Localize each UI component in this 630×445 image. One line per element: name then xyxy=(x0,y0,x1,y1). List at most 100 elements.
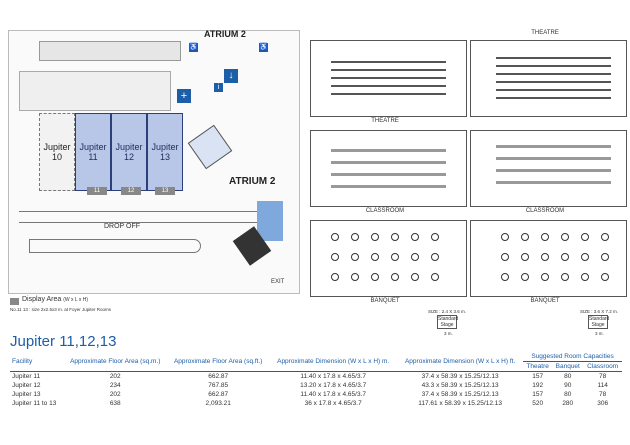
stage-dim-left: 3 m. xyxy=(444,331,453,336)
col-facility: Facility xyxy=(10,352,64,372)
service-area xyxy=(19,71,171,111)
cell-sqft: 662.87 xyxy=(208,391,229,398)
cell-facility: Jupiter 11 xyxy=(12,373,41,380)
cell-theatre: 157 xyxy=(532,373,544,380)
caption-banquet-right: BANQUET xyxy=(530,298,560,304)
caption-classroom-right: CLASSROOM xyxy=(525,208,565,214)
room-number: 10 xyxy=(51,152,62,162)
legend-note: No.11 13 : size 2x2.5x3 m. at Foyer Jupi… xyxy=(10,307,111,312)
plan-banquet-left xyxy=(310,220,467,297)
restroom-icon: ♿ xyxy=(189,43,198,52)
cell-theatre: 520 xyxy=(532,400,544,407)
display-area-12: 12 xyxy=(121,187,141,195)
room-jupiter-13[interactable]: Jupiter 13 xyxy=(147,113,183,191)
cell-dim-m: 13.20 x 17.8 x 4.65/3.7 xyxy=(300,382,367,389)
plan-theatre-left xyxy=(310,40,467,117)
cell-dim-m: 36 x 17.8 x 4.65/3.7 xyxy=(304,400,362,407)
stage-size-right: SIZE : 3.6 X 7.2 m. xyxy=(580,309,619,314)
cell-dim-ft: 37.4 x 58.39 x 15.25/12.13 xyxy=(421,391,499,398)
room-jupiter-11[interactable]: Jupiter 11 xyxy=(75,113,111,191)
caption-theatre-left: THEATRE xyxy=(371,118,399,124)
col-dim-ft: Approximate Dimension (W x L x H) ft. xyxy=(397,352,524,372)
room-name: Jupiter xyxy=(115,142,143,152)
cell-dim-ft: 37.4 x 58.39 x 15.25/12.13 xyxy=(421,373,499,380)
cell-classroom: 78 xyxy=(599,391,607,398)
plan-classroom-left xyxy=(310,130,467,207)
floor-map: ATRIUM 2 ♿ ♿ ↓ + i Jupiter 10 Jupiter 11… xyxy=(8,29,300,294)
legend-unit: (W x L x H) xyxy=(63,297,89,303)
cell-sqm: 234 xyxy=(109,382,121,389)
capacity-table: Facility Approximate Floor Area (sq.m.) … xyxy=(10,352,622,408)
legend: Display Area (W x L x H) No.11 13 : size… xyxy=(10,296,111,312)
first-aid-icon: + xyxy=(177,89,191,103)
stage-right: Standard Stage xyxy=(588,315,610,329)
room-jupiter-12[interactable]: Jupiter 12 xyxy=(111,113,147,191)
layout-plans: THEATRE THEATRE CLASSROOM CLASSROOM BANQ… xyxy=(310,30,627,310)
col-banquet: Banquet xyxy=(552,361,584,372)
cell-banquet: 90 xyxy=(564,382,572,389)
room-number: 11 xyxy=(88,152,98,162)
room-name: Jupiter xyxy=(43,142,71,152)
cell-banquet: 80 xyxy=(564,391,572,398)
legend-swatch xyxy=(10,298,19,305)
col-area-sqm: Approximate Floor Area (sq.m.) xyxy=(63,352,168,372)
table-row: Jupiter 13 202 662.87 11.40 x 17.8 x 4.6… xyxy=(10,390,622,399)
road xyxy=(19,211,259,223)
top-building-block xyxy=(39,41,181,61)
cell-sqm: 202 xyxy=(109,373,121,380)
cell-sqft: 767.85 xyxy=(208,382,229,389)
table-row: Jupiter 11 to 13 638 2,093.21 36 x 17.8 … xyxy=(10,399,622,408)
stage-dim-right: 3 m. xyxy=(595,331,604,336)
col-capacity-group: Suggested Room Capacities xyxy=(523,352,622,362)
display-area-11: 11 xyxy=(87,187,107,195)
caption-classroom-left: CLASSROOM xyxy=(365,208,405,214)
atrium-mid-label: ATRIUM 2 xyxy=(229,176,276,187)
plan-theatre-right xyxy=(470,40,627,117)
restroom-icon: ♿ xyxy=(259,43,268,52)
cell-dim-ft: 43.3 x 58.39 x 15.25/12.13 xyxy=(421,382,499,389)
cell-dim-m: 11.40 x 17.8 x 4.65/3.7 xyxy=(300,373,366,380)
cell-sqft: 2,093.21 xyxy=(205,400,231,407)
table-row: Jupiter 11 202 662.87 11.40 x 17.8 x 4.6… xyxy=(10,372,622,382)
cell-facility: Jupiter 12 xyxy=(12,382,41,389)
cell-banquet: 80 xyxy=(564,373,572,380)
room-name: Jupiter xyxy=(151,142,179,152)
col-classroom: Classroom xyxy=(583,361,622,372)
stage-left: Standard Stage xyxy=(437,315,459,329)
cell-theatre: 192 xyxy=(532,382,544,389)
plan-classroom-right xyxy=(470,130,627,207)
cell-theatre: 157 xyxy=(532,391,544,398)
stage-size-left: SIZE : 2.4 X 3.6 m. xyxy=(428,309,467,314)
room-name: Jupiter xyxy=(79,142,107,152)
col-dim-m: Approximate Dimension (W x L x H) m. xyxy=(269,352,398,372)
room-number: 13 xyxy=(159,152,170,162)
arrow-down-icon: ↓ xyxy=(224,69,238,83)
exit-label: EXIT xyxy=(271,279,285,285)
cell-sqm: 202 xyxy=(109,391,121,398)
page-title: Jupiter 11,12,13 xyxy=(10,333,117,350)
cell-dim-m: 11.40 x 17.8 x 4.65/3.7 xyxy=(300,391,366,398)
info-icon: i xyxy=(214,83,223,92)
escalator xyxy=(187,124,233,170)
cell-dim-ft: 117.61 x 58.39 x 15.25/12.13 xyxy=(418,400,502,407)
cell-sqm: 638 xyxy=(109,400,121,407)
cell-classroom: 78 xyxy=(599,373,607,380)
room-number: 12 xyxy=(123,152,134,162)
cell-sqft: 662.87 xyxy=(208,373,229,380)
table-row: Jupiter 12 234 767.85 13.20 x 17.8 x 4.6… xyxy=(10,381,622,390)
atrium-top-label: ATRIUM 2 xyxy=(204,29,246,39)
room-jupiter-10[interactable]: Jupiter 10 xyxy=(39,113,75,191)
plan-banquet-right xyxy=(470,220,627,297)
cell-facility: Jupiter 13 xyxy=(12,391,41,398)
cell-banquet: 280 xyxy=(562,400,574,407)
cell-classroom: 306 xyxy=(597,400,609,407)
legend-title: Display Area xyxy=(22,296,62,303)
caption-banquet-left: BANQUET xyxy=(370,298,400,304)
drop-off-label: DROP OFF xyxy=(104,223,141,230)
col-area-sqft: Approximate Floor Area (sq.ft.) xyxy=(167,352,270,372)
impact-building xyxy=(257,201,283,241)
display-area-13: 13 xyxy=(155,187,175,195)
cell-classroom: 114 xyxy=(597,382,608,389)
cell-facility: Jupiter 11 to 13 xyxy=(12,400,57,407)
caption-theatre-right: THEATRE xyxy=(531,30,559,36)
